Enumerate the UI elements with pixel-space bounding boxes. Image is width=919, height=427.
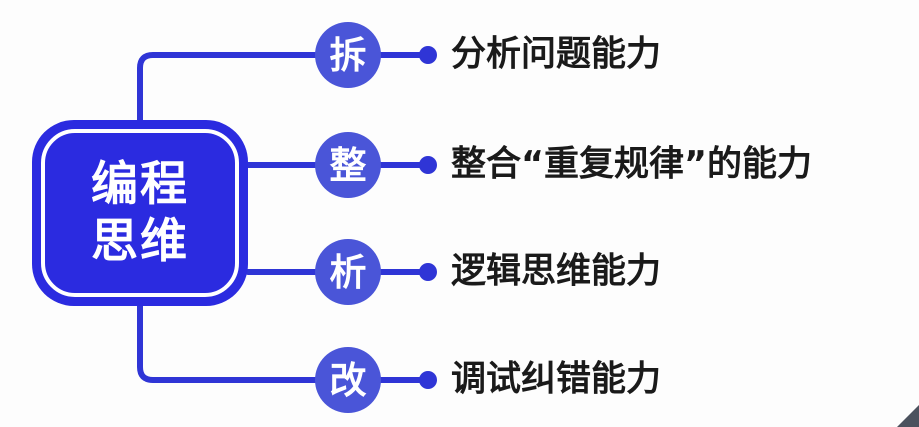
branch-circle-gai[interactable]: 改 [315,347,381,413]
branch-label-xi: 逻辑思维能力 [451,251,662,292]
branch-circle-zheng[interactable]: 整 [315,132,381,198]
branch-label-zheng: 整合“重复规律”的能力 [451,144,813,185]
branch-circle-label-gai: 改 [329,358,367,402]
connector-path-chai [137,52,318,123]
connector-path-gai [137,303,318,383]
branch-label-chai: 分析问题能力 [451,34,662,75]
branch-circle-label-chai: 拆 [329,33,367,77]
branch-label-gai: 调试纠错能力 [451,359,662,400]
terminal-dot-zheng [419,156,437,174]
terminal-dot-chai [419,46,437,64]
branch-circle-label-xi: 析 [329,250,367,294]
terminal-dot-xi [419,263,437,281]
branch-circle-label-zheng: 整 [329,143,367,187]
terminal-dot-gai [419,371,437,389]
central-node-label: 编程 思维 [91,156,189,269]
central-node[interactable]: 编程 思维 [32,120,248,306]
branch-circle-chai[interactable]: 拆 [315,22,381,88]
branch-circle-xi[interactable]: 析 [315,239,381,305]
